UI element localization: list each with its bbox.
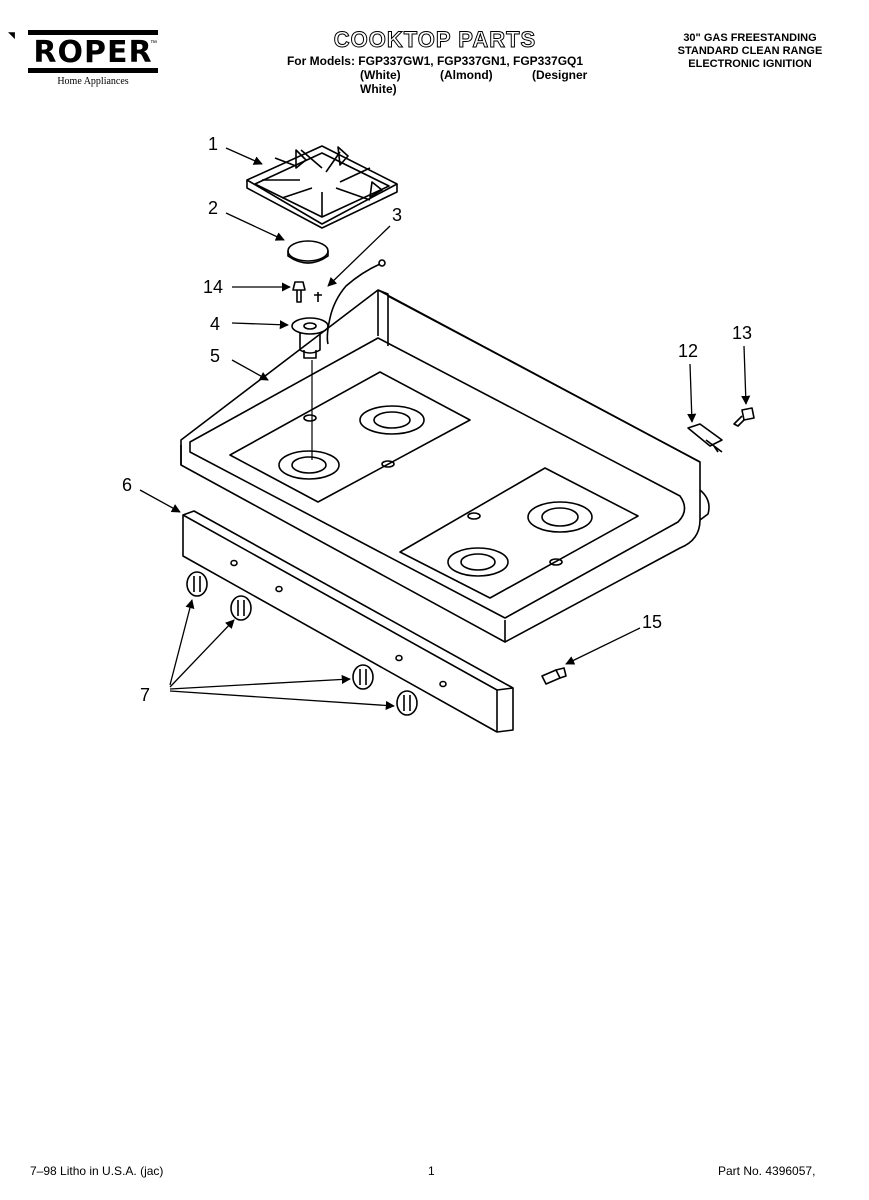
callout-3: 3: [392, 205, 402, 225]
panel-screw: [541, 667, 567, 685]
callout-7: 7: [140, 685, 150, 705]
color-white: (White): [360, 68, 401, 82]
trademark-symbol: ™: [150, 40, 157, 47]
burner-cap: [287, 240, 329, 264]
callout-2: 2: [208, 198, 218, 218]
brand-logo: ROPER Home Appliances: [28, 30, 158, 87]
igniter-electrode-wire: [314, 259, 386, 345]
page-number: 1: [428, 1164, 435, 1178]
bracket-screw: [733, 407, 755, 427]
cooktop-main-top: [180, 289, 710, 643]
callout-12: 12: [678, 341, 698, 361]
callout-6: 6: [122, 475, 132, 495]
product-line-1: 30" GAS FREESTANDING: [683, 32, 817, 44]
logo-bar-bottom: [28, 68, 158, 73]
product-description: 30" GAS FREESTANDING STANDARD CLEAN RANG…: [650, 32, 850, 71]
mounting-bracket: [687, 423, 723, 453]
burner-grate: [246, 145, 398, 229]
color-almond: (Almond): [440, 68, 493, 82]
callout-1: 1: [208, 134, 218, 154]
callout-5: 5: [210, 346, 220, 366]
litho-note: 7–98 Litho in U.S.A. (jac): [30, 1164, 164, 1178]
color-designer-white: (Designer White): [360, 68, 588, 96]
brand-tagline: Home Appliances: [57, 76, 129, 87]
control-knobs: [186, 571, 418, 716]
title-block: COOKTOP PARTS For Models: FGP337GW1, FGP…: [250, 27, 620, 96]
callout-14: 14: [203, 277, 223, 297]
surface-burner-head: [291, 317, 329, 460]
product-line-2: STANDARD CLEAN RANGE: [677, 45, 823, 57]
brand-name: ROPER: [33, 35, 153, 70]
logo-bar-top: [28, 30, 158, 35]
models-line: For Models: FGP337GW1, FGP337GN1, FGP337…: [286, 54, 584, 68]
corner-mark: ◥: [8, 30, 15, 40]
page-title: COOKTOP PARTS: [333, 27, 537, 52]
callout-13: 13: [732, 323, 752, 343]
control-panel: [182, 510, 514, 733]
callout-15: 15: [642, 612, 662, 632]
part-number: Part No. 4396057,: [718, 1164, 816, 1178]
product-line-3: ELECTRONIC IGNITION: [688, 58, 812, 70]
callout-4: 4: [210, 314, 220, 334]
burner-screw: [292, 281, 306, 303]
color-variants: (White) (Almond) (Designer White): [250, 68, 620, 96]
